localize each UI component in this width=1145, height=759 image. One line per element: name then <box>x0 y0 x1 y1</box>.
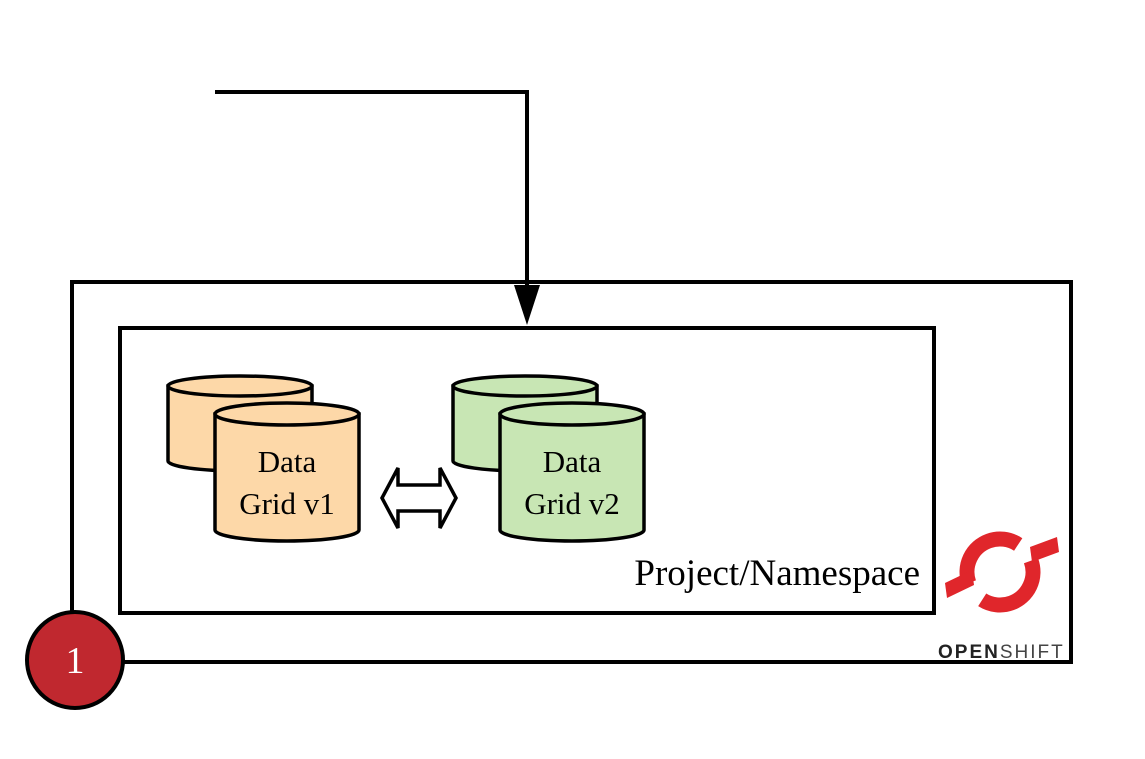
data-grid-v2-database: Data Grid v2 <box>451 374 646 543</box>
openshift-wordmark-open: OPENSHIFT <box>938 642 1065 663</box>
data-grid-v1-front-cylinder-icon <box>213 401 361 543</box>
openshift-wordmark-open-text: OPEN <box>938 642 1000 663</box>
incoming-connector-line <box>215 90 529 290</box>
project-namespace-label: Project/Namespace <box>634 553 920 594</box>
bidirectional-arrow-icon <box>380 467 458 529</box>
openshift-ring-icon <box>945 531 1059 613</box>
incoming-arrowhead <box>514 285 540 325</box>
project-namespace-box <box>118 326 936 615</box>
data-grid-v1-database: Data Grid v1 <box>166 374 361 543</box>
openshift-logo: OPENSHIFT <box>938 531 1065 663</box>
step-badge-circle <box>25 610 125 710</box>
openshift-cluster-boundary <box>70 280 1073 664</box>
step-badge-number: 1 <box>66 640 85 682</box>
data-grid-v2-label-line1: Data <box>543 444 602 479</box>
data-grid-v1-label-line2: Grid v1 <box>239 486 335 521</box>
step-badge: 1 <box>25 610 125 710</box>
openshift-wordmark-shift-text: SHIFT <box>1000 642 1065 663</box>
data-grid-v2-label-line2: Grid v2 <box>524 486 620 521</box>
data-grid-v1-label-line1: Data <box>258 444 317 479</box>
data-grid-v2-front-cylinder-icon <box>498 401 646 543</box>
